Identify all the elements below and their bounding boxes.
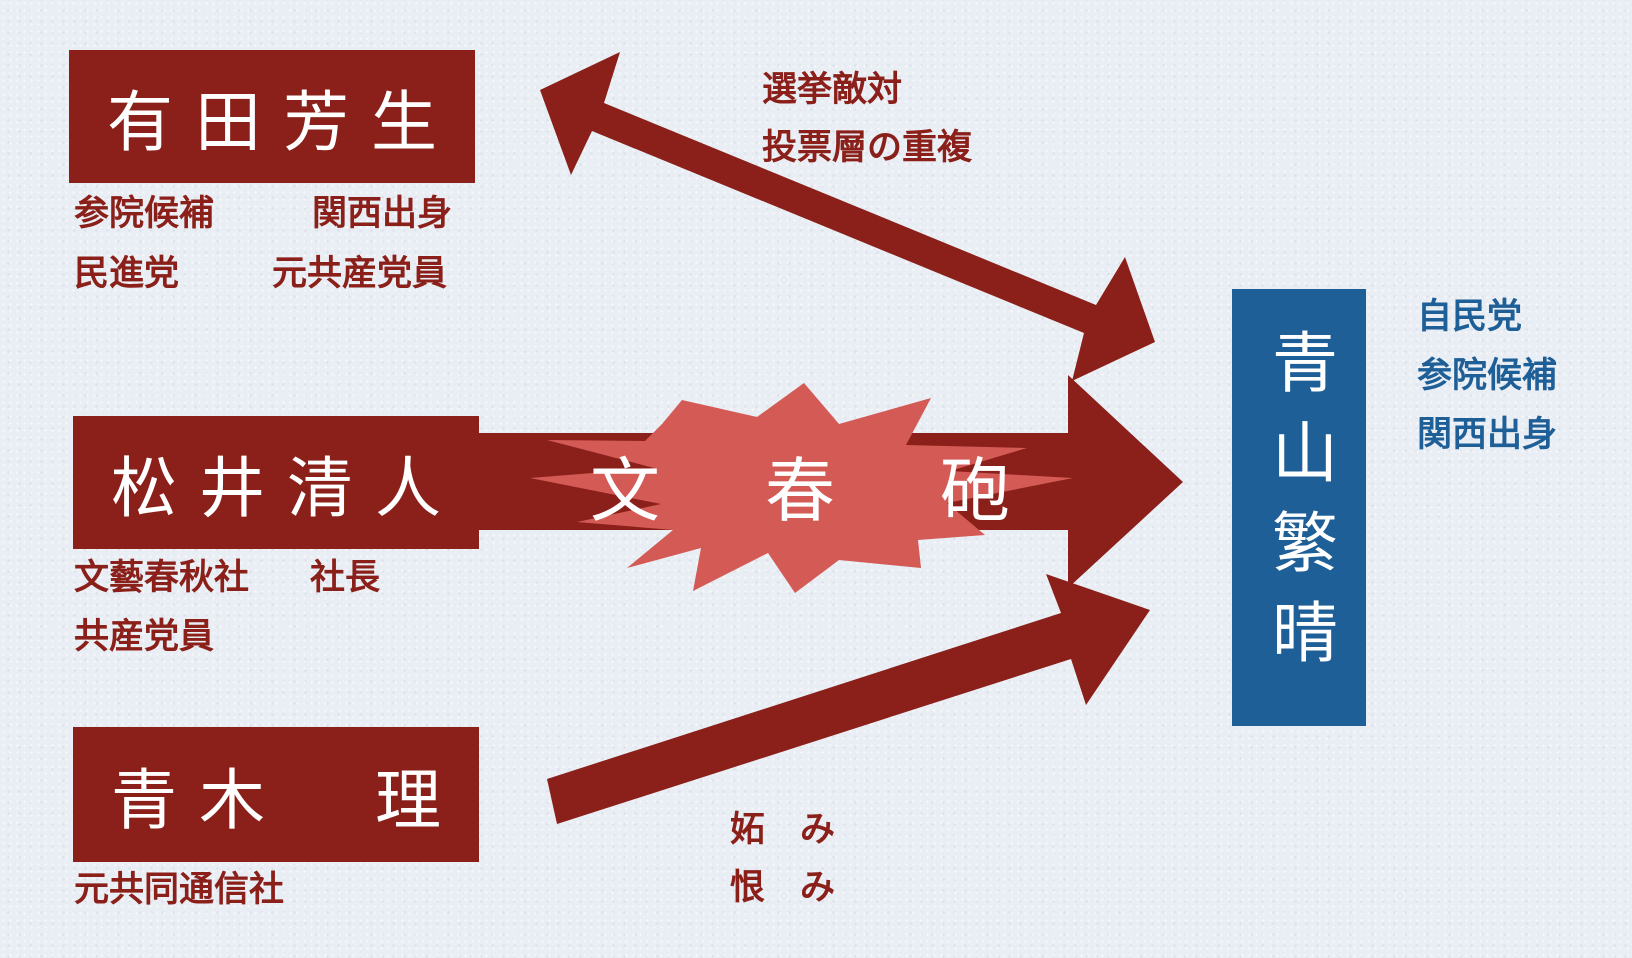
- burst-char-3: 砲: [940, 449, 1010, 532]
- relation-top-line2: 投票層の重複: [762, 128, 973, 168]
- arita-note-2a: 民進党: [74, 254, 180, 294]
- relation-bottom-line2: 恨 み: [730, 868, 836, 908]
- aoyama-note-2: 参院候補: [1417, 356, 1558, 396]
- bunshun-label: 文 春 砲: [590, 440, 1010, 532]
- matsui-note-2: 共産党員: [74, 617, 215, 657]
- double-arrow-arita-aoyama: [540, 52, 1155, 381]
- aoki-note-1: 元共同通信社: [74, 870, 285, 910]
- arita-note-2b: 元共産党員: [272, 254, 448, 294]
- matsui-note-1a: 文藝春秋社: [74, 558, 250, 598]
- matsui-note-1b: 社長: [310, 558, 381, 598]
- aoyama-note-3: 関西出身: [1417, 415, 1558, 455]
- name-box-matsui: 松井清人: [73, 416, 479, 549]
- arrow-aoki-aoyama: [547, 574, 1150, 824]
- relation-bottom-line1: 妬 み: [730, 810, 836, 850]
- arita-note-1a: 参院候補: [74, 194, 215, 234]
- arita-note-1b: 関西出身: [312, 194, 453, 234]
- bunshun-burst: [530, 383, 1073, 593]
- name-box-aoki: 青木 理: [73, 727, 479, 862]
- aoyama-note-1: 自民党: [1417, 297, 1523, 337]
- burst-char-1: 文: [590, 449, 660, 532]
- relation-top-line1: 選挙敵対: [762, 70, 903, 110]
- name-box-arita: 有田芳生: [69, 50, 475, 183]
- burst-char-2: 春: [765, 449, 835, 532]
- name-box-aoyama: 青山繁晴: [1232, 289, 1366, 726]
